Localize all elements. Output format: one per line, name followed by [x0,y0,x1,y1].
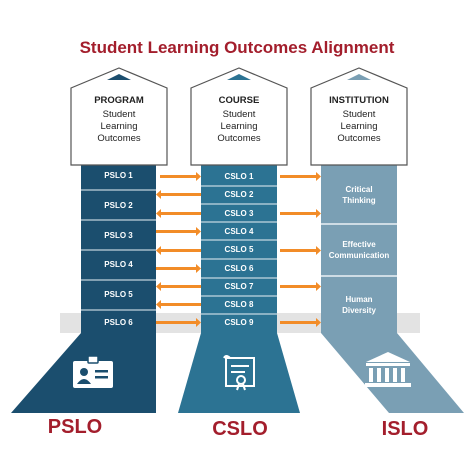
arrow-right [156,318,201,327]
islo-label-line: Critical [345,185,373,194]
arrow-right [160,172,201,181]
arrow-right [156,264,201,273]
institution-header-title: INSTITUTION [329,95,389,106]
program-header-line: Learning [100,121,138,132]
institution-header: INSTITUTION Student Learning Outcomes [316,95,402,145]
arrow-right [280,282,321,291]
diagram-title: Student Learning Outcomes Alignment [79,38,395,57]
program-header-title: PROGRAM [94,95,144,106]
course-roof-icon [227,74,251,80]
course-header-line: Learning [220,121,258,132]
cslo-label: CSLO 4 [224,227,254,236]
islo-label-line: Human [345,295,373,304]
islo-label-line: Thinking [342,196,376,205]
pslo-bottom-label: PSLO [47,416,103,438]
cslo-label: CSLO 1 [224,172,254,181]
pslo-cslo-arrows [156,172,201,327]
building-icon [365,352,411,387]
program-header: PROGRAM Student Learning Outcomes [76,95,162,145]
pslo-column [81,165,156,333]
cslo-label: CSLO 8 [224,300,254,309]
arrow-right [280,246,321,255]
islo-base [321,333,464,413]
islo-column [321,165,397,333]
arrow-right [280,172,321,181]
islo-label: Effective Communication [321,239,397,261]
program-roof-icon [107,74,131,80]
certificate-icon [223,355,255,391]
institution-header-box [310,67,408,166]
cslo-label: CSLO 6 [224,264,254,273]
arrow-left [156,209,201,218]
course-header-box [190,67,288,166]
pslo-label: PSLO 6 [104,318,133,327]
arrow-left [156,246,201,255]
institution-header-line: Outcomes [337,133,381,144]
program-header-box [70,67,168,166]
program-header-line: Outcomes [97,133,141,144]
islo-label-line: Effective [342,240,376,249]
arrow-right [156,227,201,236]
arrow-left [156,300,201,309]
course-header-line: Student [222,109,256,120]
arrow-right [280,209,321,218]
arrow-left [156,190,201,199]
islo-label: Critical Thinking [321,184,397,206]
program-header-line: Student [102,109,136,120]
pslo-separators [81,189,156,311]
islo-label-line: Diversity [342,306,376,315]
cslo-label: CSLO 3 [224,209,254,218]
islo-label: Human Diversity [321,294,397,316]
islo-label-line: Communication [328,251,390,260]
cslo-label: CSLO 2 [224,190,254,199]
islo-bottom-label: ISLO [381,418,429,440]
arrow-left [156,282,201,291]
course-header-line: Outcomes [217,133,261,144]
cslo-label: CSLO 9 [224,318,254,327]
cslo-bottom-label: CSLO [212,418,268,440]
pslo-label: PSLO 5 [104,290,133,299]
cslo-islo-arrows [280,172,321,327]
pslo-label: PSLO 3 [104,231,133,240]
cslo-label: CSLO 7 [224,282,254,291]
cslo-separators [201,185,277,315]
pslo-label: PSLO 1 [104,171,133,180]
id-card-icon [73,355,113,388]
arrow-right [280,318,321,327]
cslo-label: CSLO 5 [224,245,254,254]
pslo-label: PSLO 4 [104,260,133,269]
islo-separators [321,223,397,277]
institution-header-line: Learning [340,121,378,132]
institution-header-line: Student [342,109,376,120]
cslo-column [201,165,277,333]
pslo-label: PSLO 2 [104,201,133,210]
course-header: COURSE Student Learning Outcomes [196,95,282,145]
institution-roof-icon [347,74,371,80]
course-header-title: COURSE [218,95,260,106]
